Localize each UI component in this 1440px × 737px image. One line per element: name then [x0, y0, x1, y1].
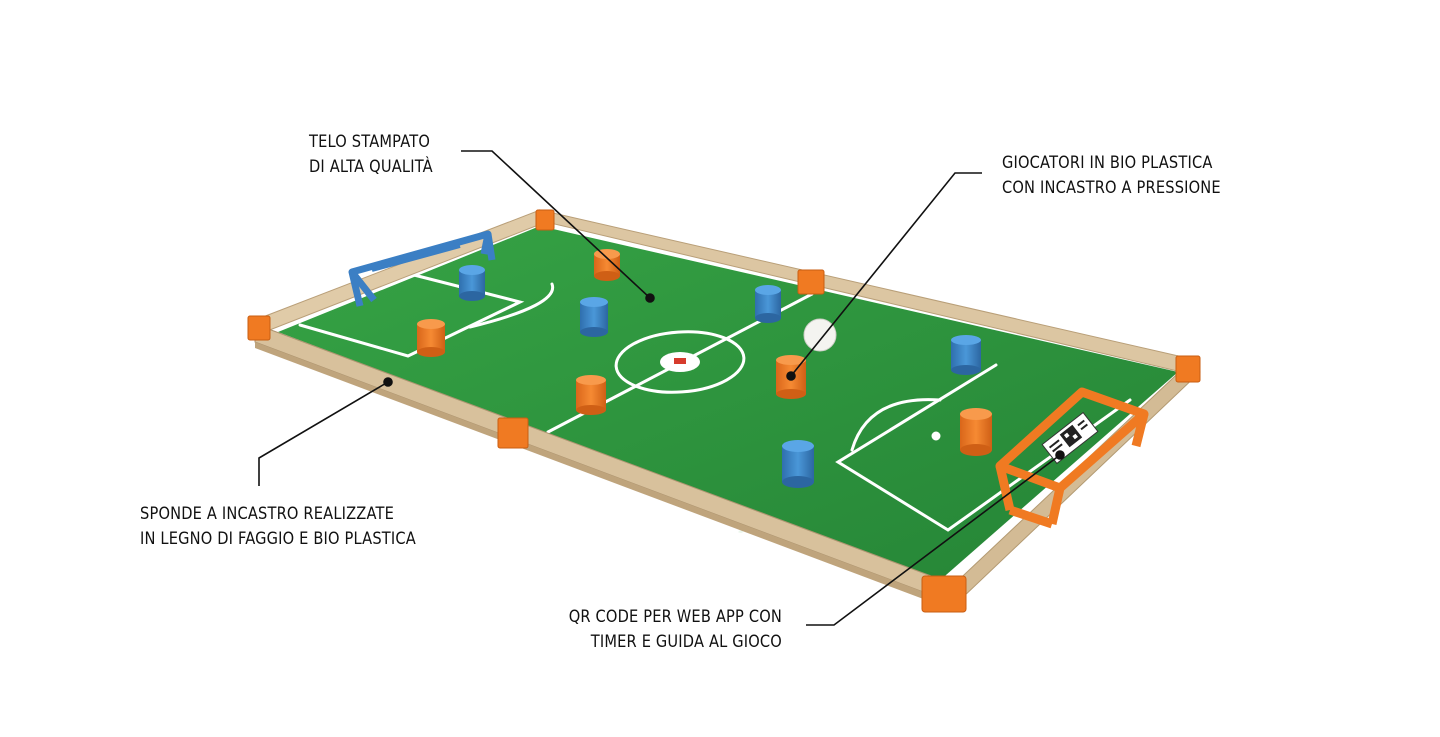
corner-clip [921, 575, 967, 613]
orange-goal [995, 387, 1149, 529]
ball [803, 318, 837, 352]
corner-clip [1175, 355, 1201, 383]
football-board: JAGGIBALL [247, 209, 1201, 613]
player-blue [755, 285, 781, 323]
callout-wooden-rails: SPONDE A INCASTRO REALIZZATE IN LEGNO DI… [140, 502, 416, 552]
callout-line: DI ALTA QUALITÀ [309, 157, 433, 177]
player-blue [459, 265, 485, 301]
player-orange [417, 319, 445, 357]
leader-line-qr [806, 454, 1061, 626]
corner-clip [797, 269, 825, 295]
corner-clip [497, 417, 529, 449]
player-orange [594, 249, 620, 281]
callout-line: QR CODE PER WEB APP CON [568, 607, 782, 627]
callout-line: IN LEGNO DI FAGGIO E BIO PLASTICA [140, 529, 416, 549]
callout-bioplastic-players: GIOCATORI IN BIO PLASTICA CON INCASTRO A… [1002, 151, 1221, 201]
corner-clip [535, 209, 555, 231]
corner-clip [247, 315, 271, 341]
player-orange [960, 408, 992, 456]
leader-line-giocatori [790, 172, 982, 377]
leader-line-sponde [258, 381, 389, 486]
callout-line: GIOCATORI IN BIO PLASTICA [1002, 153, 1213, 173]
player-blue [951, 335, 981, 375]
callout-printed-cloth: TELO STAMPATO DI ALTA QUALITÀ [309, 130, 433, 180]
leader-lines [258, 150, 1065, 626]
qr-code-label [1041, 411, 1099, 465]
player-blue [580, 297, 608, 337]
callout-line: SPONDE A INCASTRO REALIZZATE [140, 504, 395, 524]
player-orange [576, 375, 606, 415]
callout-line: TIMER E GUIDA AL GIOCO [590, 632, 782, 652]
callout-qr-code: QR CODE PER WEB APP CON TIMER E GUIDA AL… [557, 605, 782, 655]
callout-line: CON INCASTRO A PRESSIONE [1002, 178, 1221, 198]
blue-goal [348, 230, 496, 307]
corner-clips [247, 209, 1201, 613]
pitch-surface [278, 226, 1178, 582]
leader-line-telo [461, 150, 651, 299]
player-blue [782, 440, 814, 488]
callout-line: TELO STAMPATO [309, 132, 431, 152]
